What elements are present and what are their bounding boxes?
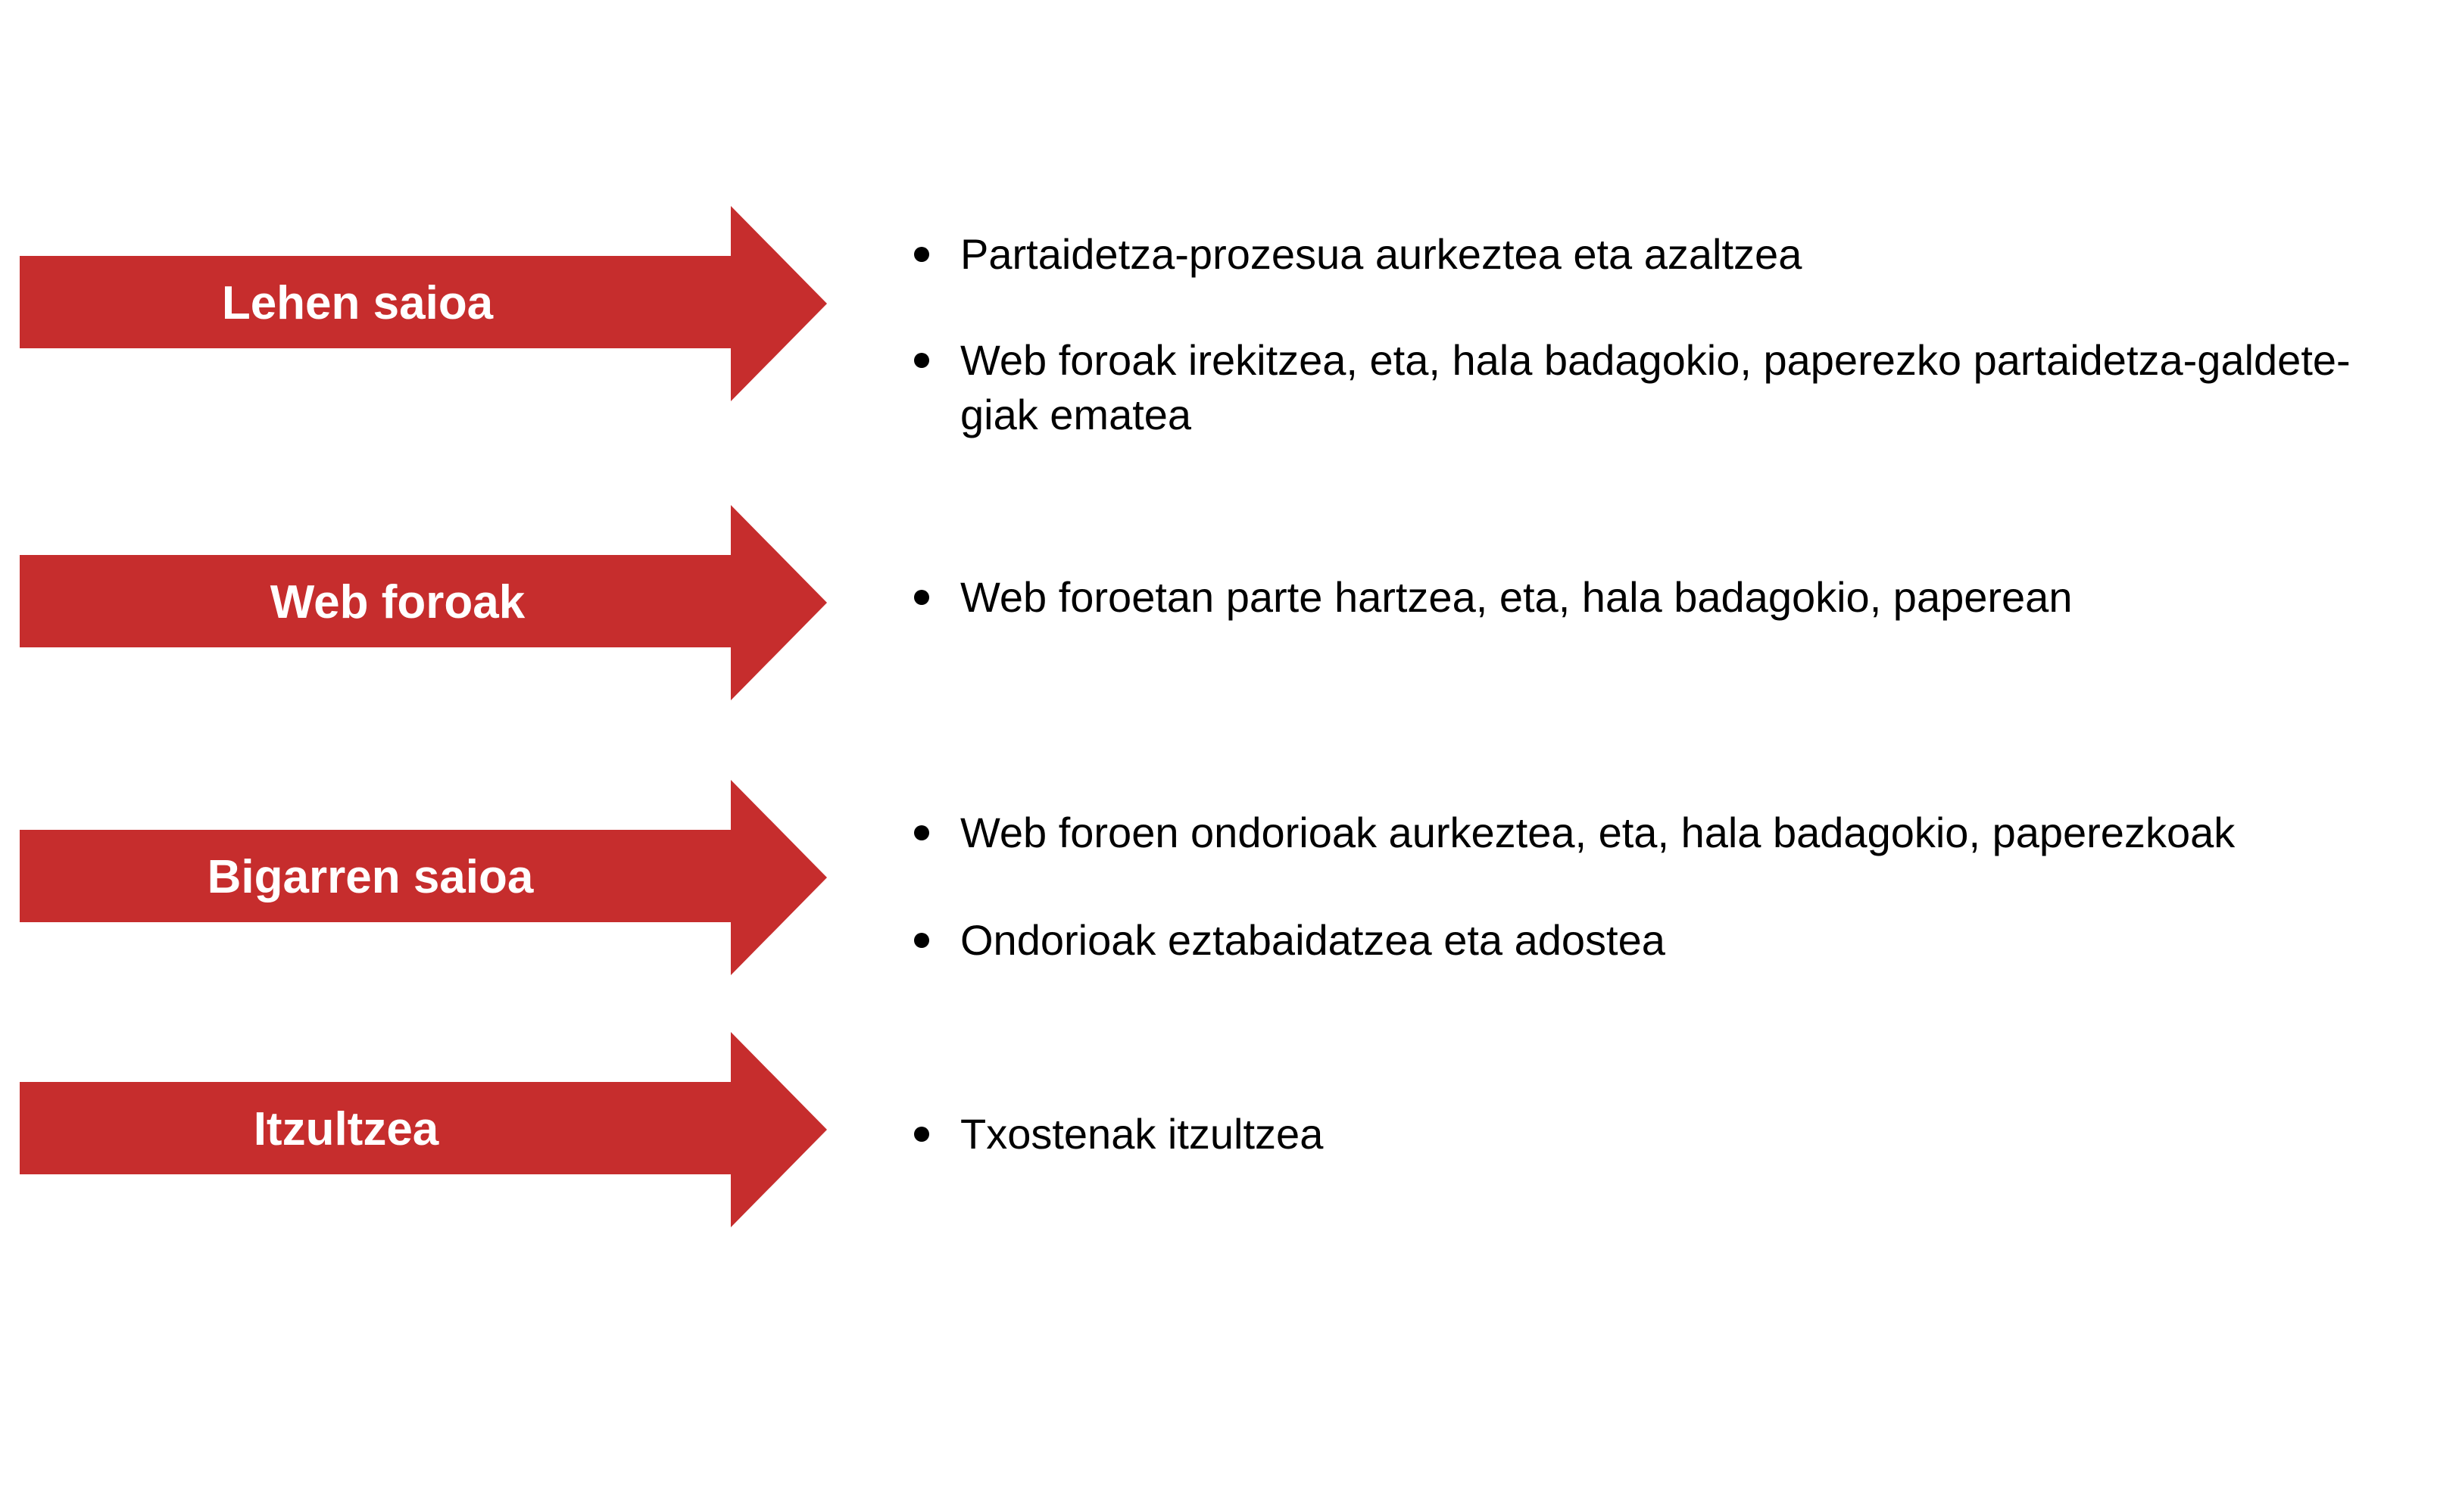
- arrow-shape: [20, 505, 827, 700]
- arrow-label: Lehen saioa: [221, 277, 494, 329]
- arrow-web-foroak: Web foroak: [20, 505, 827, 700]
- list-item: Txostenak itzultzea: [909, 1107, 2416, 1161]
- bullet-icon: [914, 1127, 929, 1142]
- list-item-text: Web foroak irekitzea, eta, hala badagoki…: [960, 336, 2351, 438]
- bullet-list-bigarren-saioa: Web foroen ondorioak aurkeztea, eta, hal…: [909, 806, 2416, 968]
- list-item: Ondorioak eztabaidatzea eta adostea: [909, 913, 2416, 968]
- arrow-lehen-saioa: Lehen saioa: [20, 206, 827, 401]
- arrow-label: Web foroak: [270, 576, 526, 628]
- bullet-icon: [914, 353, 929, 368]
- arrow-shape: [20, 1032, 827, 1227]
- arrow-label: Bigarren saioa: [207, 851, 534, 903]
- list-item-text: Ondorioak eztabaidatzea eta adostea: [960, 916, 1665, 964]
- list-item-text: Txostenak itzultzea: [960, 1110, 1324, 1158]
- bullet-icon: [914, 825, 929, 840]
- arrow-shape: [20, 206, 827, 401]
- bullet-list-web-foroak: Web foroetan parte hartzea, eta, hala ba…: [909, 570, 2416, 625]
- bullet-list-itzultzea: Txostenak itzultzea: [909, 1107, 2416, 1161]
- list-item-text: Web foroetan parte hartzea, eta, hala ba…: [960, 573, 2073, 621]
- list-item: Web foroen ondorioak aurkeztea, eta, hal…: [909, 806, 2416, 860]
- arrow-shape: [20, 780, 827, 975]
- arrow-label: Itzultzea: [253, 1103, 439, 1155]
- bullet-icon: [914, 590, 929, 605]
- list-item-text: Web foroen ondorioak aurkeztea, eta, hal…: [960, 809, 2236, 856]
- bullet-icon: [914, 247, 929, 262]
- list-item: Partaidetza-prozesua aurkeztea eta azalt…: [909, 227, 2416, 282]
- arrow-itzultzea: Itzultzea: [20, 1032, 827, 1227]
- list-item: Web foroak irekitzea, eta, hala badagoki…: [909, 333, 2416, 442]
- arrow-bigarren-saioa: Bigarren saioa: [20, 780, 827, 975]
- list-item: Web foroetan parte hartzea, eta, hala ba…: [909, 570, 2416, 625]
- bullet-icon: [914, 933, 929, 948]
- list-item-text: Partaidetza-prozesua aurkeztea eta azalt…: [960, 230, 1802, 278]
- bullet-list-lehen-saioa: Partaidetza-prozesua aurkeztea eta azalt…: [909, 227, 2416, 442]
